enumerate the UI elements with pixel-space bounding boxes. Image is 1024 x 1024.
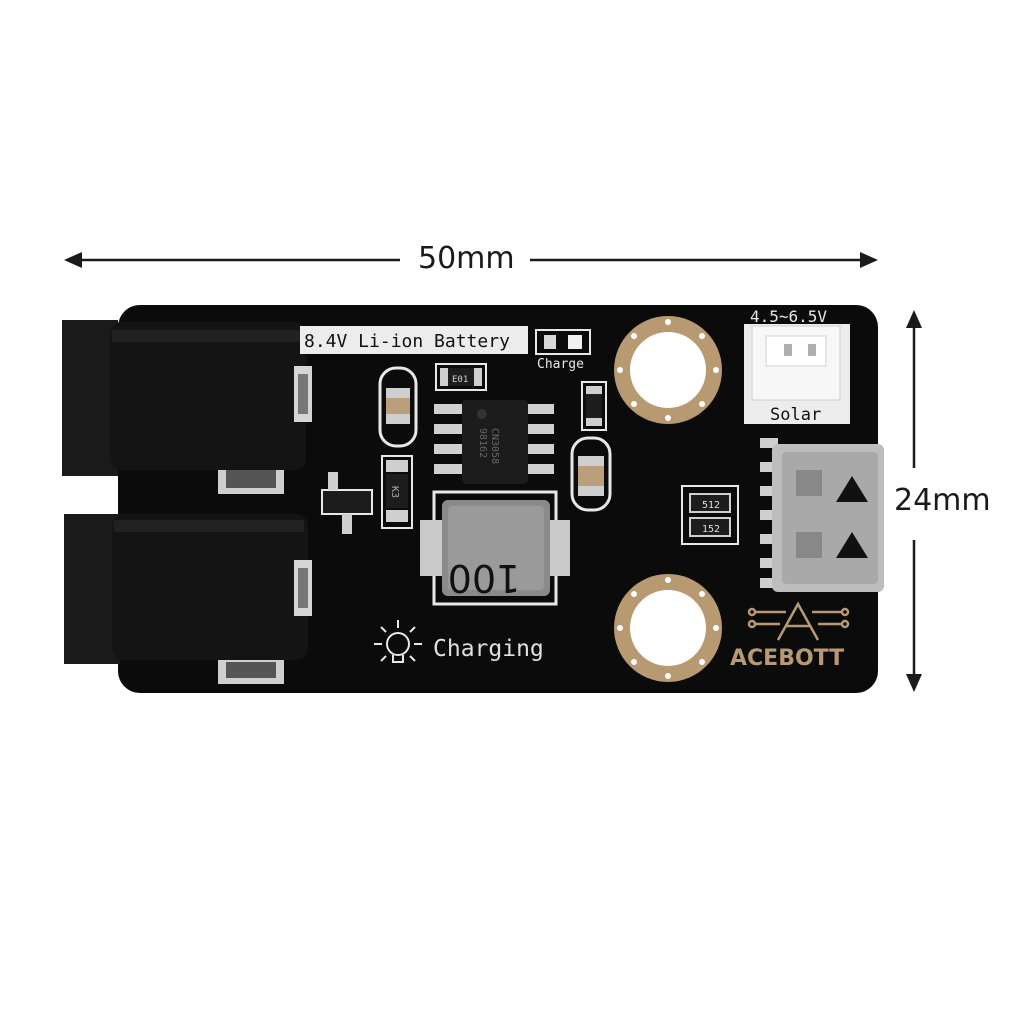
height-dimension-arrow (906, 310, 922, 692)
smd-component-e01-right (581, 381, 607, 431)
usb-c-connector (760, 438, 884, 592)
charging-label: Charging (433, 636, 544, 662)
chip-marking-line-2: 98162 (477, 428, 488, 458)
capacitor-left (378, 366, 418, 448)
transistor (321, 472, 373, 534)
height-dimension-label: 24mm (894, 483, 991, 518)
solar-voltage-label: 4.5~6.5V (750, 307, 827, 326)
smd-component-e01-top (435, 363, 487, 391)
capacitor-right (570, 436, 612, 512)
smd-marking-e01-top: E01 (452, 375, 468, 385)
charger-ic: CN3058 98162 (434, 400, 554, 484)
mounting-hole-bottom (614, 574, 722, 682)
smd-marking-k3: K3 (389, 486, 400, 498)
battery-label-box (300, 326, 528, 354)
dc-jack-top (62, 320, 312, 494)
resistor-marking-512: 512 (702, 500, 720, 511)
chip-marking-line-1: CN3058 (489, 428, 500, 464)
resistor-pair (681, 485, 739, 545)
smd-component-k3 (381, 455, 413, 529)
width-dimension-arrow (64, 252, 878, 268)
dc-jack-bottom (64, 514, 312, 684)
charge-led (535, 329, 591, 355)
sun-bulb-icon (374, 620, 422, 663)
acebott-logo-icon (747, 601, 850, 641)
solar-connector (744, 324, 850, 424)
inductor (420, 490, 570, 606)
mounting-hole-top (614, 316, 722, 424)
brand-name: ACEBOTT (730, 646, 844, 671)
battery-label: 8.4V Li-ion Battery (304, 331, 510, 352)
charge-led-label: Charge (537, 357, 584, 372)
resistor-marking-152: 152 (702, 524, 720, 535)
width-dimension-label: 50mm (414, 244, 519, 274)
solar-label: Solar (770, 405, 821, 425)
inductor-marking: 100 (448, 556, 521, 600)
